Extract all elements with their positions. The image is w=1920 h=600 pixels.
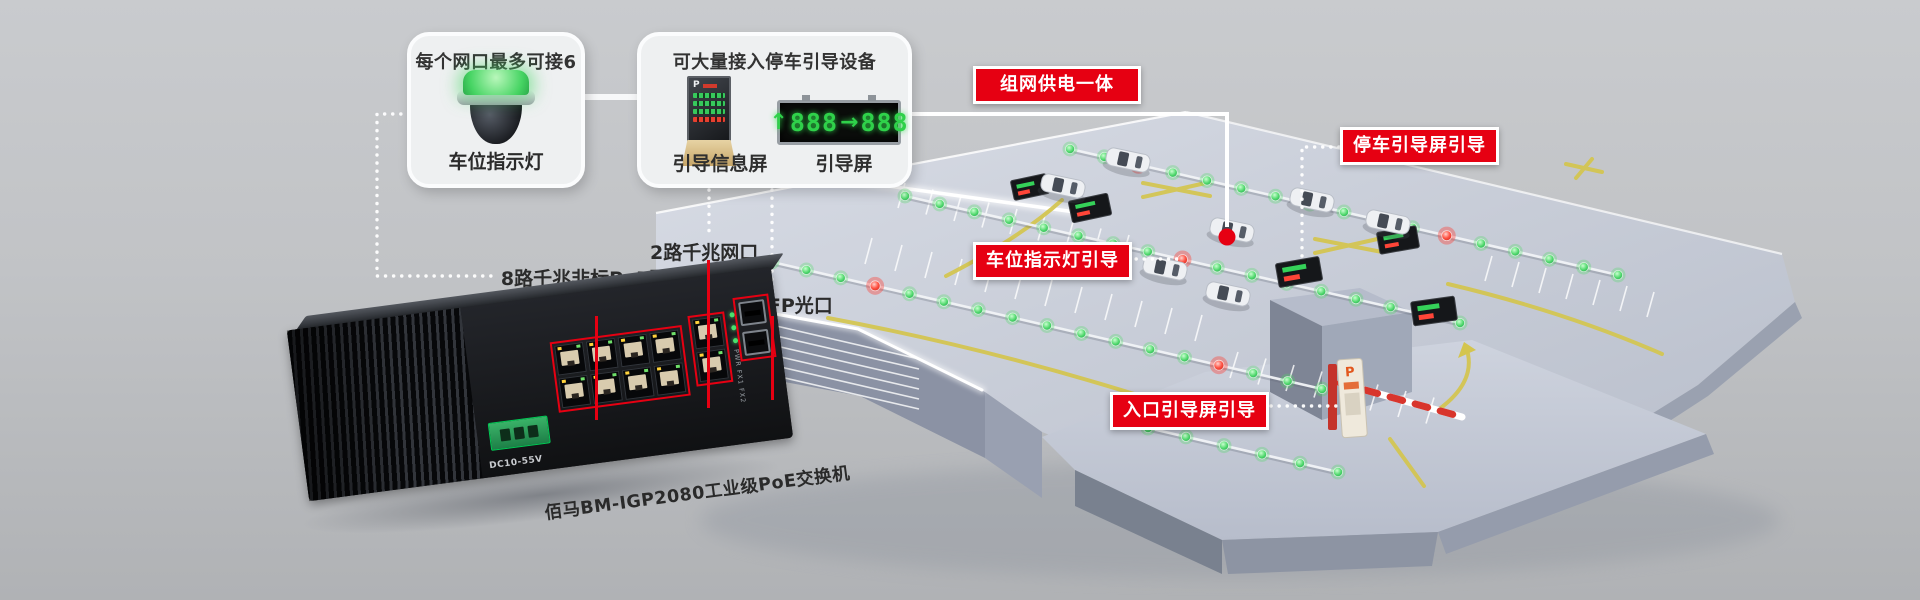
banner-parking-screen-guide: 停车引导屏引导: [1340, 127, 1499, 165]
sfp-port-group: [732, 293, 777, 362]
info-screen-stand: [682, 140, 736, 166]
road-markings: [826, 157, 1664, 488]
info-screen-logo: P: [693, 80, 700, 90]
info-screen-red-bar: [702, 83, 717, 88]
rj45-port: [554, 342, 587, 376]
indicator-light-label: 车位指示灯: [448, 151, 544, 173]
guidance-screen-icon: ↑ 888 → 888: [769, 95, 908, 145]
red-callout-line-uplink: [707, 260, 710, 408]
car: [1037, 173, 1086, 204]
car: [1362, 209, 1411, 240]
sfp-slot: [741, 328, 771, 356]
led-row: [693, 117, 725, 122]
led-guidance-signs: [1010, 173, 1458, 327]
guide-screen-label: 引导屏: [815, 153, 873, 175]
rj45-port: [621, 366, 655, 400]
garage-structure: [655, 110, 1802, 574]
power-terminal-block: [487, 415, 551, 451]
arrow-right-icon: →: [840, 109, 859, 135]
arrow-marking: [1458, 342, 1476, 358]
mount-tab: [802, 95, 810, 101]
led-digits: 888: [789, 108, 838, 137]
led-row: [693, 101, 725, 106]
network-connector-line: [583, 94, 1236, 246]
heatsink-fins: [286, 307, 483, 502]
arrow-up-icon: ↑: [769, 109, 788, 135]
rj45-port: [617, 333, 651, 368]
led-row: [693, 109, 725, 114]
dome-glass: [470, 102, 522, 144]
entrance-barrier: P: [1328, 357, 1466, 439]
dotted-connectors: [375, 112, 1341, 408]
guidance-devices-panel: 可大量接入停车引导设备 P ↑ 888 → 888 引导信息屏 引导屏: [637, 32, 912, 188]
banner-entrance-screen-guide: 入口引导屏引导: [1110, 392, 1269, 430]
uplink-port-group: [687, 311, 734, 387]
rj45-port: [696, 348, 729, 383]
guidance-info-screen-icon: P: [687, 76, 731, 142]
rj45-port: [558, 374, 592, 409]
banner-network-power: 组网供电一体: [973, 66, 1141, 104]
poe-port-group: [549, 325, 691, 413]
rj45-port: [585, 337, 619, 372]
network-node-dot: [1218, 228, 1236, 246]
dome-green-cap: [463, 70, 529, 95]
dc-voltage-print: DC10-55V: [488, 454, 544, 472]
car: [1139, 255, 1188, 286]
info-screen-label: 引导信息屏: [672, 153, 768, 175]
rj45-port: [653, 362, 687, 396]
label-uplink-ports: 2路千兆网口: [650, 242, 759, 264]
banner-indicator-light-guide: 车位指示灯引导: [973, 242, 1132, 280]
rj45-port: [649, 329, 682, 364]
led-row: [693, 93, 725, 98]
indicator-light-panel: 每个网口最多可接6个 车位指示灯: [407, 32, 585, 188]
car: [1102, 147, 1151, 178]
mount-tab: [868, 95, 876, 101]
devices-panel-title: 可大量接入停车引导设备: [672, 52, 877, 73]
led-digits: 888: [860, 108, 909, 137]
cars: [1037, 147, 1411, 312]
sfp-slot: [738, 299, 767, 327]
red-callout-line-poe: [595, 316, 598, 420]
red-callout-line-sfp: [771, 316, 774, 400]
entrance-sign: P: [1336, 357, 1368, 439]
car: [1202, 281, 1251, 312]
entrance-sign-logo: P: [1345, 365, 1356, 381]
